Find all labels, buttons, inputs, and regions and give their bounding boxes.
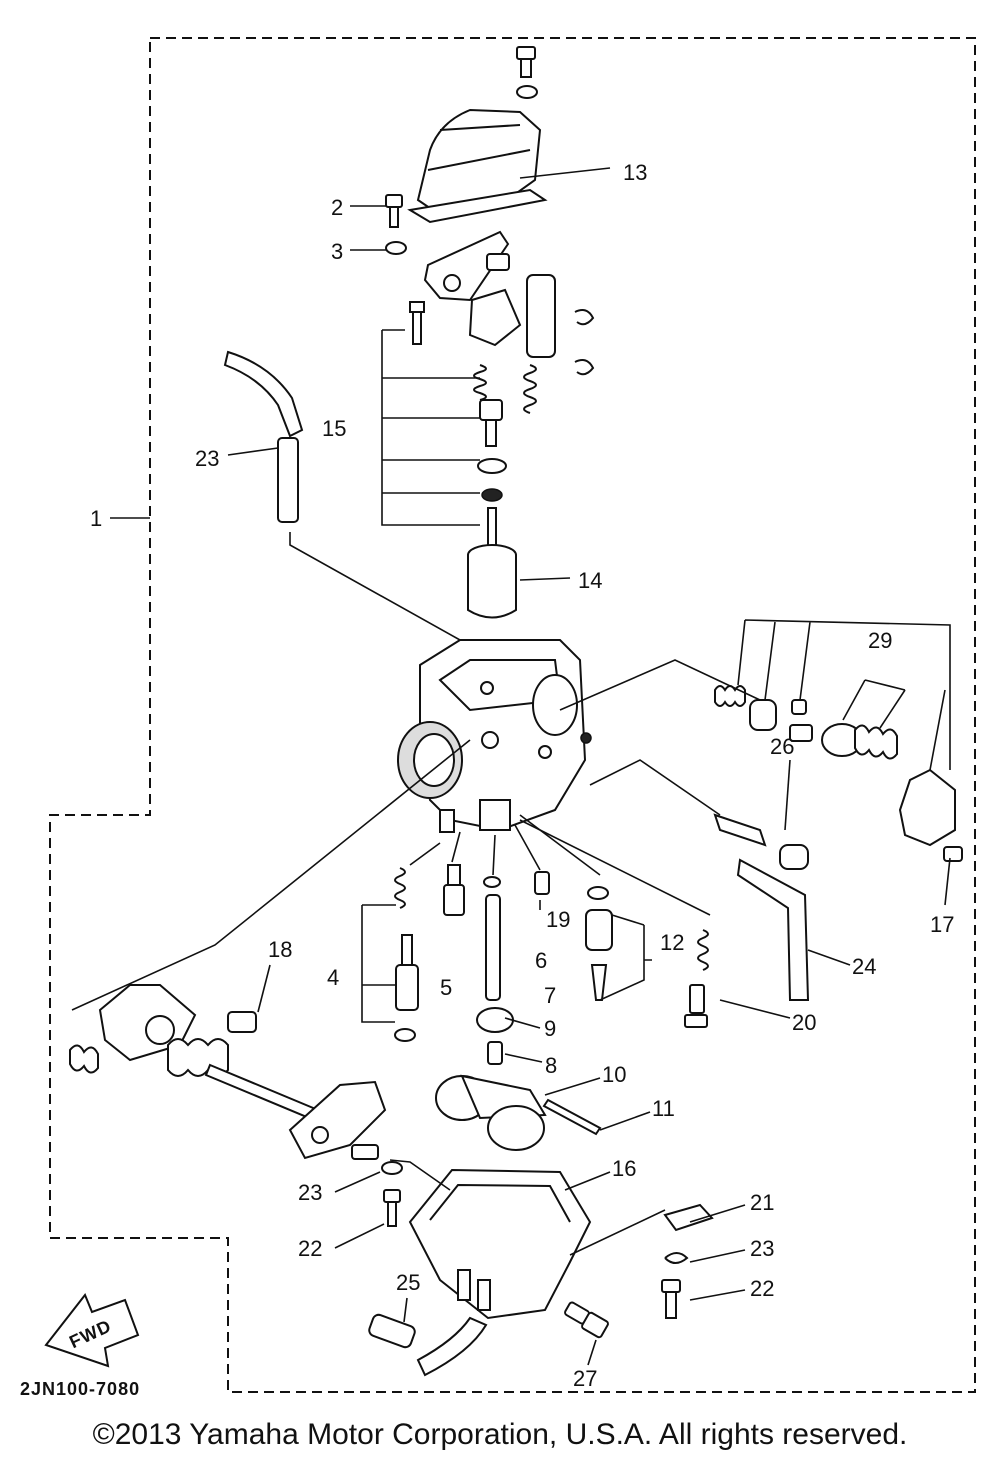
- hose-bend: [416, 1316, 488, 1377]
- callout-20: 20: [792, 1010, 816, 1035]
- callout-26: 25: [396, 1270, 420, 1295]
- throttle-shaft-assy: [69, 984, 387, 1160]
- carburetor-body: [397, 639, 592, 833]
- throttle-link: [423, 230, 595, 414]
- callout-14: 14: [578, 568, 602, 593]
- assembly-boundary: [49, 37, 976, 1393]
- callout-6: 6: [535, 948, 547, 973]
- leader-bracket-21: [569, 1209, 666, 1256]
- leader-20-body: [519, 819, 711, 916]
- top-cover: [407, 108, 548, 224]
- bracket-jets: [361, 904, 652, 1023]
- throttle-valve-14: [467, 544, 517, 619]
- bracket-15: [381, 329, 480, 526]
- callout-19: 19: [546, 907, 570, 932]
- callout-24: 24: [852, 954, 876, 979]
- callout-22-right: 22: [750, 1276, 774, 1301]
- jets-row: [394, 864, 613, 1065]
- callout-4: 4: [327, 965, 339, 990]
- callout-labels: 13 2 3 15 23 1 14 29 26 17 18 19 12 6 24…: [90, 160, 954, 1391]
- leader-25-body: [289, 532, 461, 641]
- callout-22-left: 22: [298, 1236, 322, 1261]
- washer-23a: [381, 1161, 403, 1175]
- callout-3: 3: [331, 239, 343, 264]
- screw-22b: [661, 1279, 681, 1319]
- tube-24: [736, 858, 810, 1001]
- float-10: [435, 1074, 547, 1151]
- washer-23b: [664, 1252, 689, 1264]
- callout-5: 5: [440, 975, 452, 1000]
- drain-screw-28: [564, 1301, 609, 1339]
- callout-16: 16: [612, 1156, 636, 1181]
- callout-9: 9: [544, 1016, 556, 1041]
- callout-13: 13: [623, 160, 647, 185]
- bracket-21: [663, 1203, 714, 1232]
- callout-1: 1: [90, 506, 102, 531]
- leader-27: [589, 759, 721, 816]
- callout-15: 15: [322, 416, 346, 441]
- accelerator-pump-29: [714, 685, 963, 862]
- callout-23-right: 23: [750, 1236, 774, 1261]
- callout-11: 11: [652, 1096, 675, 1121]
- callout-7: 7: [544, 983, 556, 1008]
- drawing-code: 2JN100-7080: [20, 1379, 140, 1399]
- bracket-29: [737, 619, 951, 771]
- hose-25: [223, 350, 304, 523]
- pilot-screw-27: [713, 813, 809, 870]
- callout-leaders: [110, 167, 951, 1366]
- needle-set-15: [409, 301, 507, 561]
- leader-bowl: [389, 1159, 451, 1191]
- leader-shaft-body: [71, 739, 471, 1011]
- callout-25: 23: [195, 446, 219, 471]
- callout-21: 21: [750, 1190, 774, 1215]
- leaders-jets-body: [409, 814, 601, 876]
- leader-29-body: [559, 659, 761, 711]
- callout-10: 10: [602, 1062, 626, 1087]
- callout-23-left: 23: [298, 1180, 322, 1205]
- throttle-stop-20: [684, 929, 709, 1028]
- callout-29: 29: [868, 628, 892, 653]
- callout-18: 18: [268, 937, 292, 962]
- screw-22a: [383, 1189, 401, 1227]
- screw-2: [385, 194, 403, 228]
- fwd-arrow-icon: FWD: [44, 1293, 140, 1368]
- exploded-parts-diagram: FWD 13 2 3 15 23 1 14 29: [20, 37, 976, 1399]
- callout-27: 26: [770, 734, 794, 759]
- top-screw: [516, 46, 538, 99]
- washer-3: [385, 241, 407, 255]
- hose-26: [368, 1313, 416, 1349]
- callout-17: 17: [930, 912, 954, 937]
- copyright-notice: ©2013 Yamaha Motor Corporation, U.S.A. A…: [92, 1418, 908, 1451]
- callout-2: 2: [331, 195, 343, 220]
- pin-11: [542, 1098, 602, 1136]
- callout-12: 12: [660, 930, 684, 955]
- float-bowl-16: [408, 1168, 592, 1320]
- callout-8: 8: [545, 1053, 557, 1078]
- callout-28: 27: [573, 1366, 597, 1391]
